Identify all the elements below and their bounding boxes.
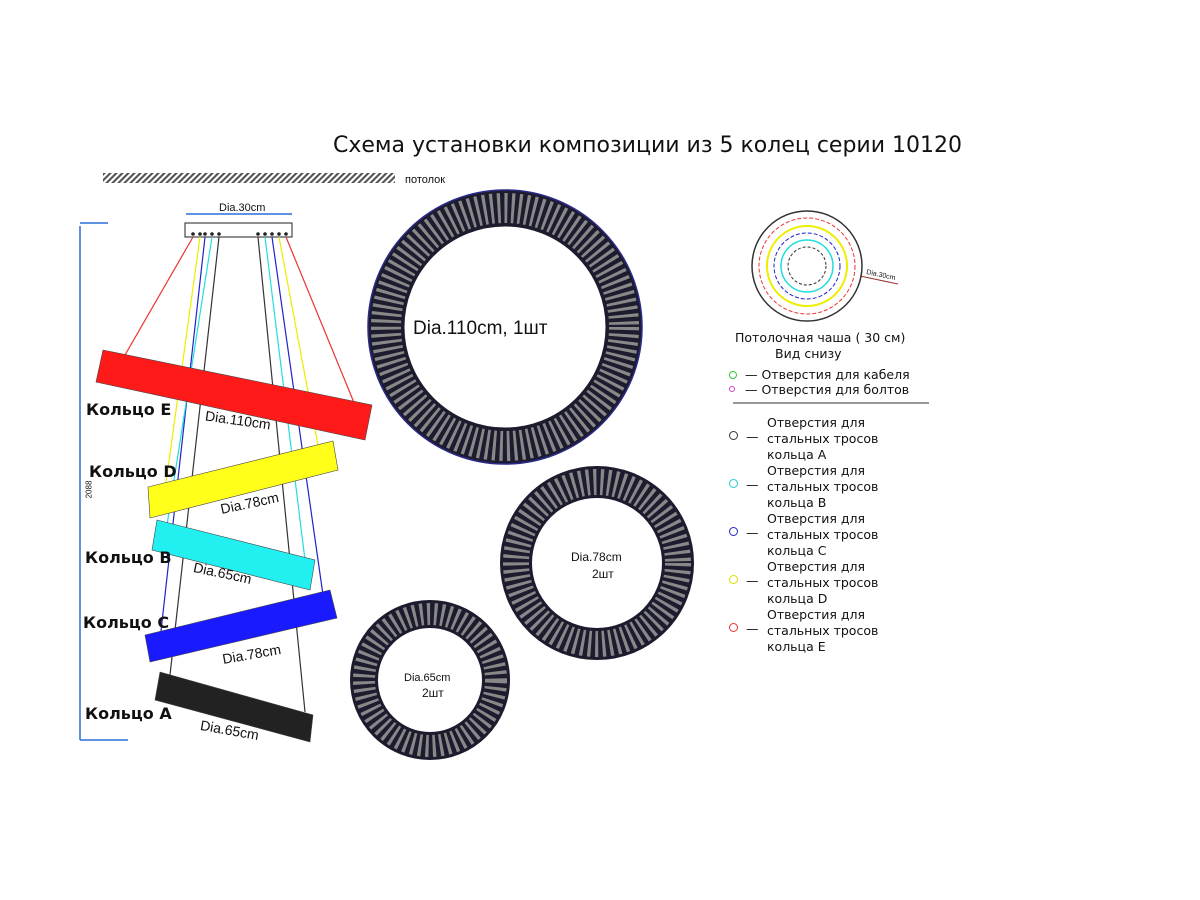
ring-b-label: Кольцо B — [85, 548, 172, 567]
plate-hole — [270, 232, 274, 236]
ring-bars — [95, 349, 373, 743]
ring-78-label: Dia.78cm — [571, 550, 622, 564]
ring-110-label: Dia.110cm, 1шт — [413, 318, 548, 339]
ring-78-qty: 2шт — [592, 567, 614, 581]
ring-bar-b — [151, 519, 316, 591]
plate-hole — [256, 232, 260, 236]
legend-item: — Отверстия для кабеля — [745, 367, 910, 382]
ring-bar-e — [95, 349, 373, 441]
legend-dot-icon — [729, 575, 738, 584]
legend-text: стальных тросов — [767, 527, 879, 542]
plate-hole — [284, 232, 288, 236]
legend-text: кольца A — [767, 447, 827, 462]
legend-dash: — — [746, 573, 759, 588]
height-dimension-line — [79, 222, 128, 741]
ring-bar-a — [154, 671, 314, 743]
bowl-caption: Потолочная чаша ( 30 см) — [735, 330, 906, 345]
steel-cable — [124, 236, 194, 356]
steel-cable — [164, 236, 201, 491]
ring-bar-c — [144, 589, 338, 663]
bowl-caption-view: Вид снизу — [775, 346, 842, 361]
ring-110 — [367, 189, 643, 465]
ring-a-label: Кольцо A — [85, 704, 172, 723]
plate-hole — [217, 232, 221, 236]
legend-text: Отверстия для — [767, 607, 866, 622]
ring-c-label: Кольцо C — [83, 613, 170, 632]
plate-hole — [203, 232, 207, 236]
height-dimension-label: 2088 — [84, 480, 94, 499]
legend-text: стальных тросов — [767, 575, 879, 590]
legend-text: Отверстия для — [767, 511, 866, 526]
legend-text: стальных тросов — [767, 479, 879, 494]
legend-text: кольца C — [767, 543, 827, 558]
plate-hole — [210, 232, 214, 236]
legend-text: Отверстия для — [767, 463, 866, 478]
ring-65-qty: 2шт — [422, 686, 444, 700]
steel-cable — [169, 236, 220, 676]
steel-cable — [285, 236, 356, 406]
legend-text: стальных тросов — [767, 623, 879, 638]
legend-text: кольца B — [767, 495, 827, 510]
legend-text: Отверстия для — [767, 415, 866, 430]
ring-65-label: Dia.65cm — [404, 672, 451, 684]
ring-65 — [350, 600, 510, 760]
plate-hole — [198, 232, 202, 236]
legend-dash: — — [746, 429, 759, 444]
legend-text: кольца E — [767, 639, 826, 654]
ceiling-bowl-bottom-view — [733, 210, 929, 404]
legend-dash: — — [746, 477, 759, 492]
ceiling-hatch — [103, 173, 395, 183]
steel-cable — [159, 236, 206, 641]
legend-text: кольца D — [767, 591, 828, 606]
legend-dash: — — [746, 621, 759, 636]
ring-bar-d — [147, 440, 339, 519]
ceiling-label: потолок — [405, 174, 446, 186]
ring-e-label: Кольцо E — [86, 400, 172, 419]
legend-text: Отверстия для — [767, 559, 866, 574]
plate-hole — [277, 232, 281, 236]
legend-dash: — — [746, 525, 759, 540]
legend-dot-icon — [729, 371, 737, 379]
plate-dia-label: Dia.30cm — [219, 202, 266, 214]
legend-dot-icon — [729, 527, 738, 536]
plate-hole — [263, 232, 267, 236]
legend-dot-icon — [729, 623, 738, 632]
legend-text: стальных тросов — [767, 431, 879, 446]
legend-item: — Отверстия для болтов — [745, 382, 910, 397]
ring-d-label: Кольцо D — [89, 462, 177, 481]
plate-hole — [191, 232, 195, 236]
legend-dot-icon — [729, 479, 738, 488]
legend-dot-icon — [729, 431, 738, 440]
page-title: Схема установки композиции из 5 колец се… — [333, 133, 962, 158]
legend-dot-icon — [729, 386, 735, 392]
ring-78 — [500, 466, 694, 660]
